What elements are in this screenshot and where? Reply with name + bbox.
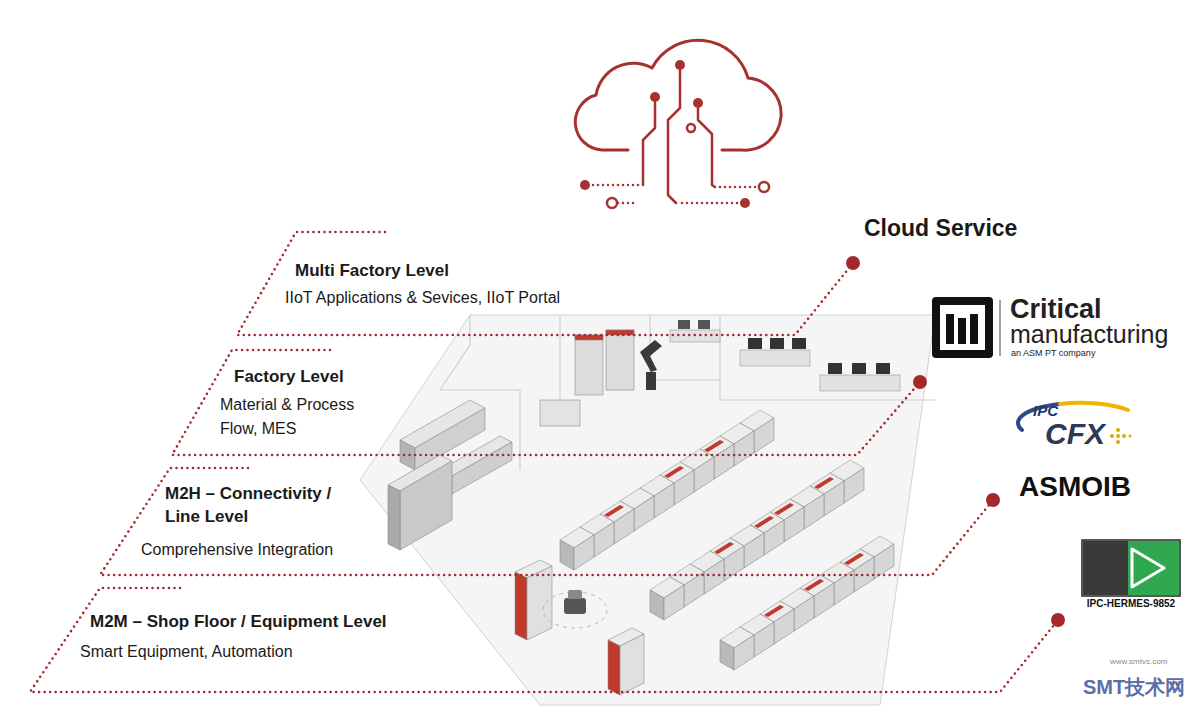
logo-tagline: an ASM PT company <box>1011 348 1095 359</box>
level-description: IIoT Applications & Sevices, IIoT Portal <box>285 286 560 310</box>
logo-text: manufacturing <box>1010 319 1168 349</box>
watermark: SMT技术网 <box>1083 675 1185 699</box>
level-band: M2M – Shop Floor / Equipment LevelSmart … <box>80 610 387 664</box>
level-heading: M2H – Connectivity / Line Level <box>165 482 365 528</box>
logo-text: ASMOIB <box>1019 470 1131 504</box>
watermark: www.smtvs.com <box>1110 657 1167 667</box>
level-heading: Factory Level <box>234 365 385 388</box>
level-band: Multi Factory LevelIIoT Applications & S… <box>285 259 560 310</box>
level-band: Factory LevelMaterial & Process Flow, ME… <box>212 365 385 441</box>
level-description: Comprehensive Integration <box>141 538 365 562</box>
level-band: M2H – Connectivity / Line LevelComprehen… <box>141 482 365 562</box>
service-title: Cloud Service <box>864 214 1017 242</box>
logo-text: CFX <box>1045 416 1105 452</box>
level-heading: Multi Factory Level <box>295 259 560 282</box>
logo-caption: IPC-HERMES-9852 <box>1076 598 1186 610</box>
level-heading: M2M – Shop Floor / Equipment Level <box>90 610 387 633</box>
level-description: Smart Equipment, Automation <box>80 640 387 664</box>
level-description: Material & Process Flow, MES <box>220 393 385 441</box>
